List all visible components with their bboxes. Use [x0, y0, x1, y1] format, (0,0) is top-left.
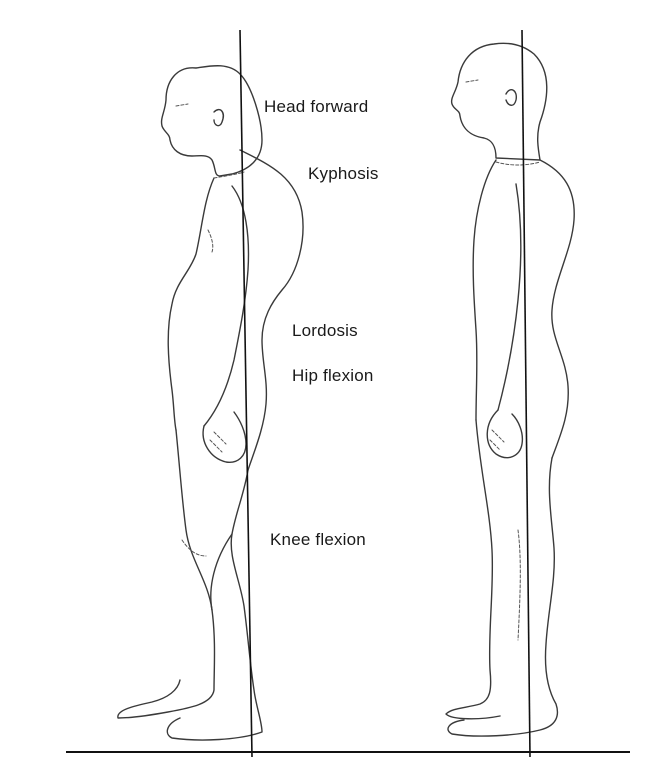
- poor-posture-figure: [118, 66, 303, 740]
- head-forward-label: Head forward: [264, 97, 368, 117]
- lordosis-label: Lordosis: [292, 321, 358, 341]
- plumb-line-right: [522, 30, 530, 757]
- hip-flexion-label: Hip flexion: [292, 366, 374, 386]
- kyphosis-label: Kyphosis: [308, 164, 379, 184]
- good-posture-figure: [446, 43, 574, 736]
- knee-flexion-label: Knee flexion: [270, 530, 366, 550]
- plumb-line-left: [240, 30, 252, 757]
